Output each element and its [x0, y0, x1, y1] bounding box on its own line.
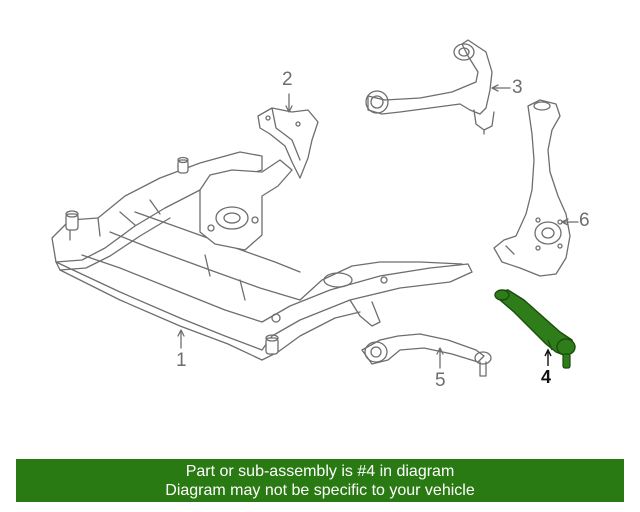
parts-diagram	[51, 39, 579, 377]
subframe-part-1	[51, 151, 473, 361]
callout-1: 1	[176, 350, 187, 371]
callout-2: 2	[282, 69, 293, 90]
banner-line-2: Diagram may not be specific to your vehi…	[165, 481, 475, 499]
leader-lines	[177, 84, 579, 369]
highlighted-arm-part-4	[494, 289, 576, 369]
callout-6: 6	[579, 210, 590, 231]
shield-part-2	[257, 107, 319, 179]
upper-arm-part-3	[365, 39, 495, 135]
callout-5: 5	[435, 370, 446, 391]
callout-3: 3	[512, 77, 523, 98]
banner-line-1: Part or sub-assembly is #4 in diagram	[185, 462, 455, 480]
knuckle-part-6	[493, 99, 571, 277]
diagram-notice-banner: Part or sub-assembly is #4 in diagram Di…	[16, 459, 624, 502]
lower-link-part-5	[361, 333, 492, 377]
callout-4: 4	[541, 367, 552, 387]
